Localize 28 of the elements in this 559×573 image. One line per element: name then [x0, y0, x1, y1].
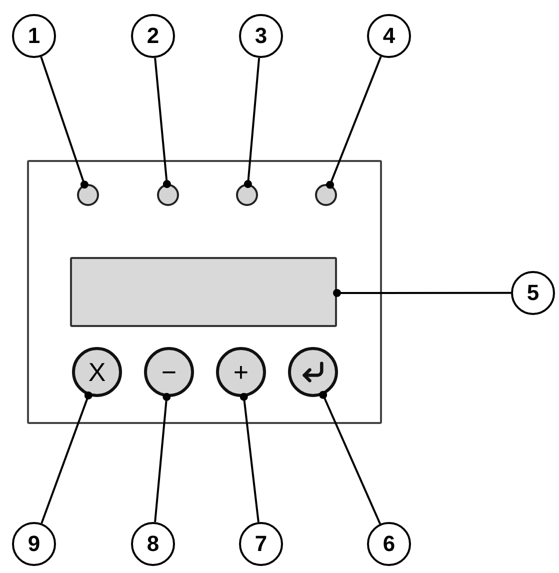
- callout-number: 9: [12, 522, 56, 566]
- indicator-led: [315, 184, 337, 206]
- indicator-led: [236, 184, 258, 206]
- callout-number: 2: [131, 14, 175, 58]
- callout-number: 7: [239, 522, 283, 566]
- indicator-led: [77, 184, 99, 206]
- callout-number: 4: [367, 14, 411, 58]
- leader-line: [326, 56, 382, 189]
- callout-number: 1: [12, 14, 56, 58]
- leader-line: [244, 58, 260, 188]
- control-panel: [27, 160, 382, 424]
- callout-number: 8: [131, 522, 175, 566]
- indicator-led: [157, 184, 179, 206]
- leader-line: [154, 392, 171, 522]
- callout-number: 3: [239, 14, 283, 58]
- callout-number: 5: [511, 271, 555, 315]
- round-button: +: [216, 347, 266, 397]
- leader-line: [40, 56, 88, 189]
- round-button: X: [72, 347, 122, 397]
- leader-line: [40, 391, 92, 524]
- callout-number: 6: [367, 522, 411, 566]
- display-screen: [70, 257, 337, 327]
- round-button: [288, 347, 338, 397]
- leader-line: [319, 390, 382, 524]
- leader-line: [154, 58, 171, 188]
- round-button: −: [144, 347, 194, 397]
- leader-line: [240, 392, 260, 522]
- leader-line: [333, 289, 511, 297]
